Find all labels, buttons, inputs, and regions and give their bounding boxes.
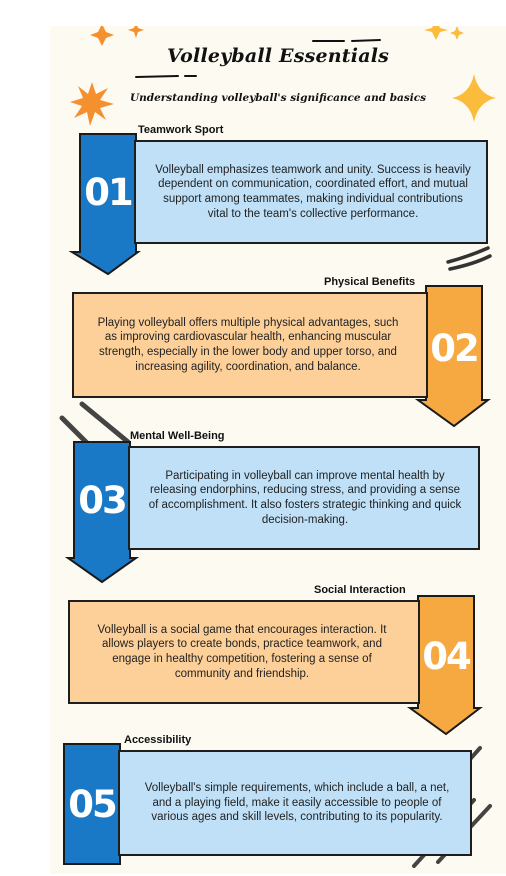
number-ribbon-02 xyxy=(414,285,491,428)
page-title: Volleyball Essentials xyxy=(166,45,390,67)
section-number: 04 xyxy=(422,634,472,678)
section-text: Playing volleyball offers multiple physi… xyxy=(97,316,399,373)
section-card: Volleyball is a social game that encoura… xyxy=(68,600,420,704)
section-heading: Mental Well-Being xyxy=(130,430,225,442)
diagonal-strokes xyxy=(59,401,131,449)
star-icon xyxy=(450,26,464,40)
section-number: 01 xyxy=(84,170,134,214)
section-heading: Social Interaction xyxy=(314,584,406,596)
section-text: Volleyball's simple requirements, which … xyxy=(144,781,450,824)
section-card: Volleyball's simple requirements, which … xyxy=(118,750,472,856)
number-block-05 xyxy=(63,743,121,865)
star-icon xyxy=(128,26,144,38)
section-card: Volleyball emphasizes teamwork and unity… xyxy=(134,140,488,244)
scribble-lines xyxy=(446,246,492,271)
section-text: Volleyball emphasizes teamwork and unity… xyxy=(155,163,471,220)
section-number: 05 xyxy=(68,782,118,826)
star-icon xyxy=(90,26,114,46)
star-icon xyxy=(424,26,448,40)
section-card: Playing volleyball offers multiple physi… xyxy=(72,292,428,398)
starburst-icon xyxy=(70,82,114,126)
section-text: Participating in volleyball can improve … xyxy=(148,469,462,526)
sparkle-icon xyxy=(452,74,496,122)
section-heading: Accessibility xyxy=(124,734,192,746)
page-subtitle: Understanding volleyball's significance … xyxy=(129,92,427,104)
infographic-page: Volleyball Essentials Understanding voll… xyxy=(50,26,506,874)
section-card: Participating in volleyball can improve … xyxy=(128,446,480,550)
number-ribbon-04 xyxy=(406,595,483,736)
section-heading: Teamwork Sport xyxy=(138,124,224,136)
section-heading: Physical Benefits xyxy=(324,276,416,288)
section-number: 02 xyxy=(430,326,480,370)
section-text: Volleyball is a social game that encoura… xyxy=(97,623,387,680)
title-dashes xyxy=(135,39,381,78)
section-number: 03 xyxy=(78,478,128,522)
